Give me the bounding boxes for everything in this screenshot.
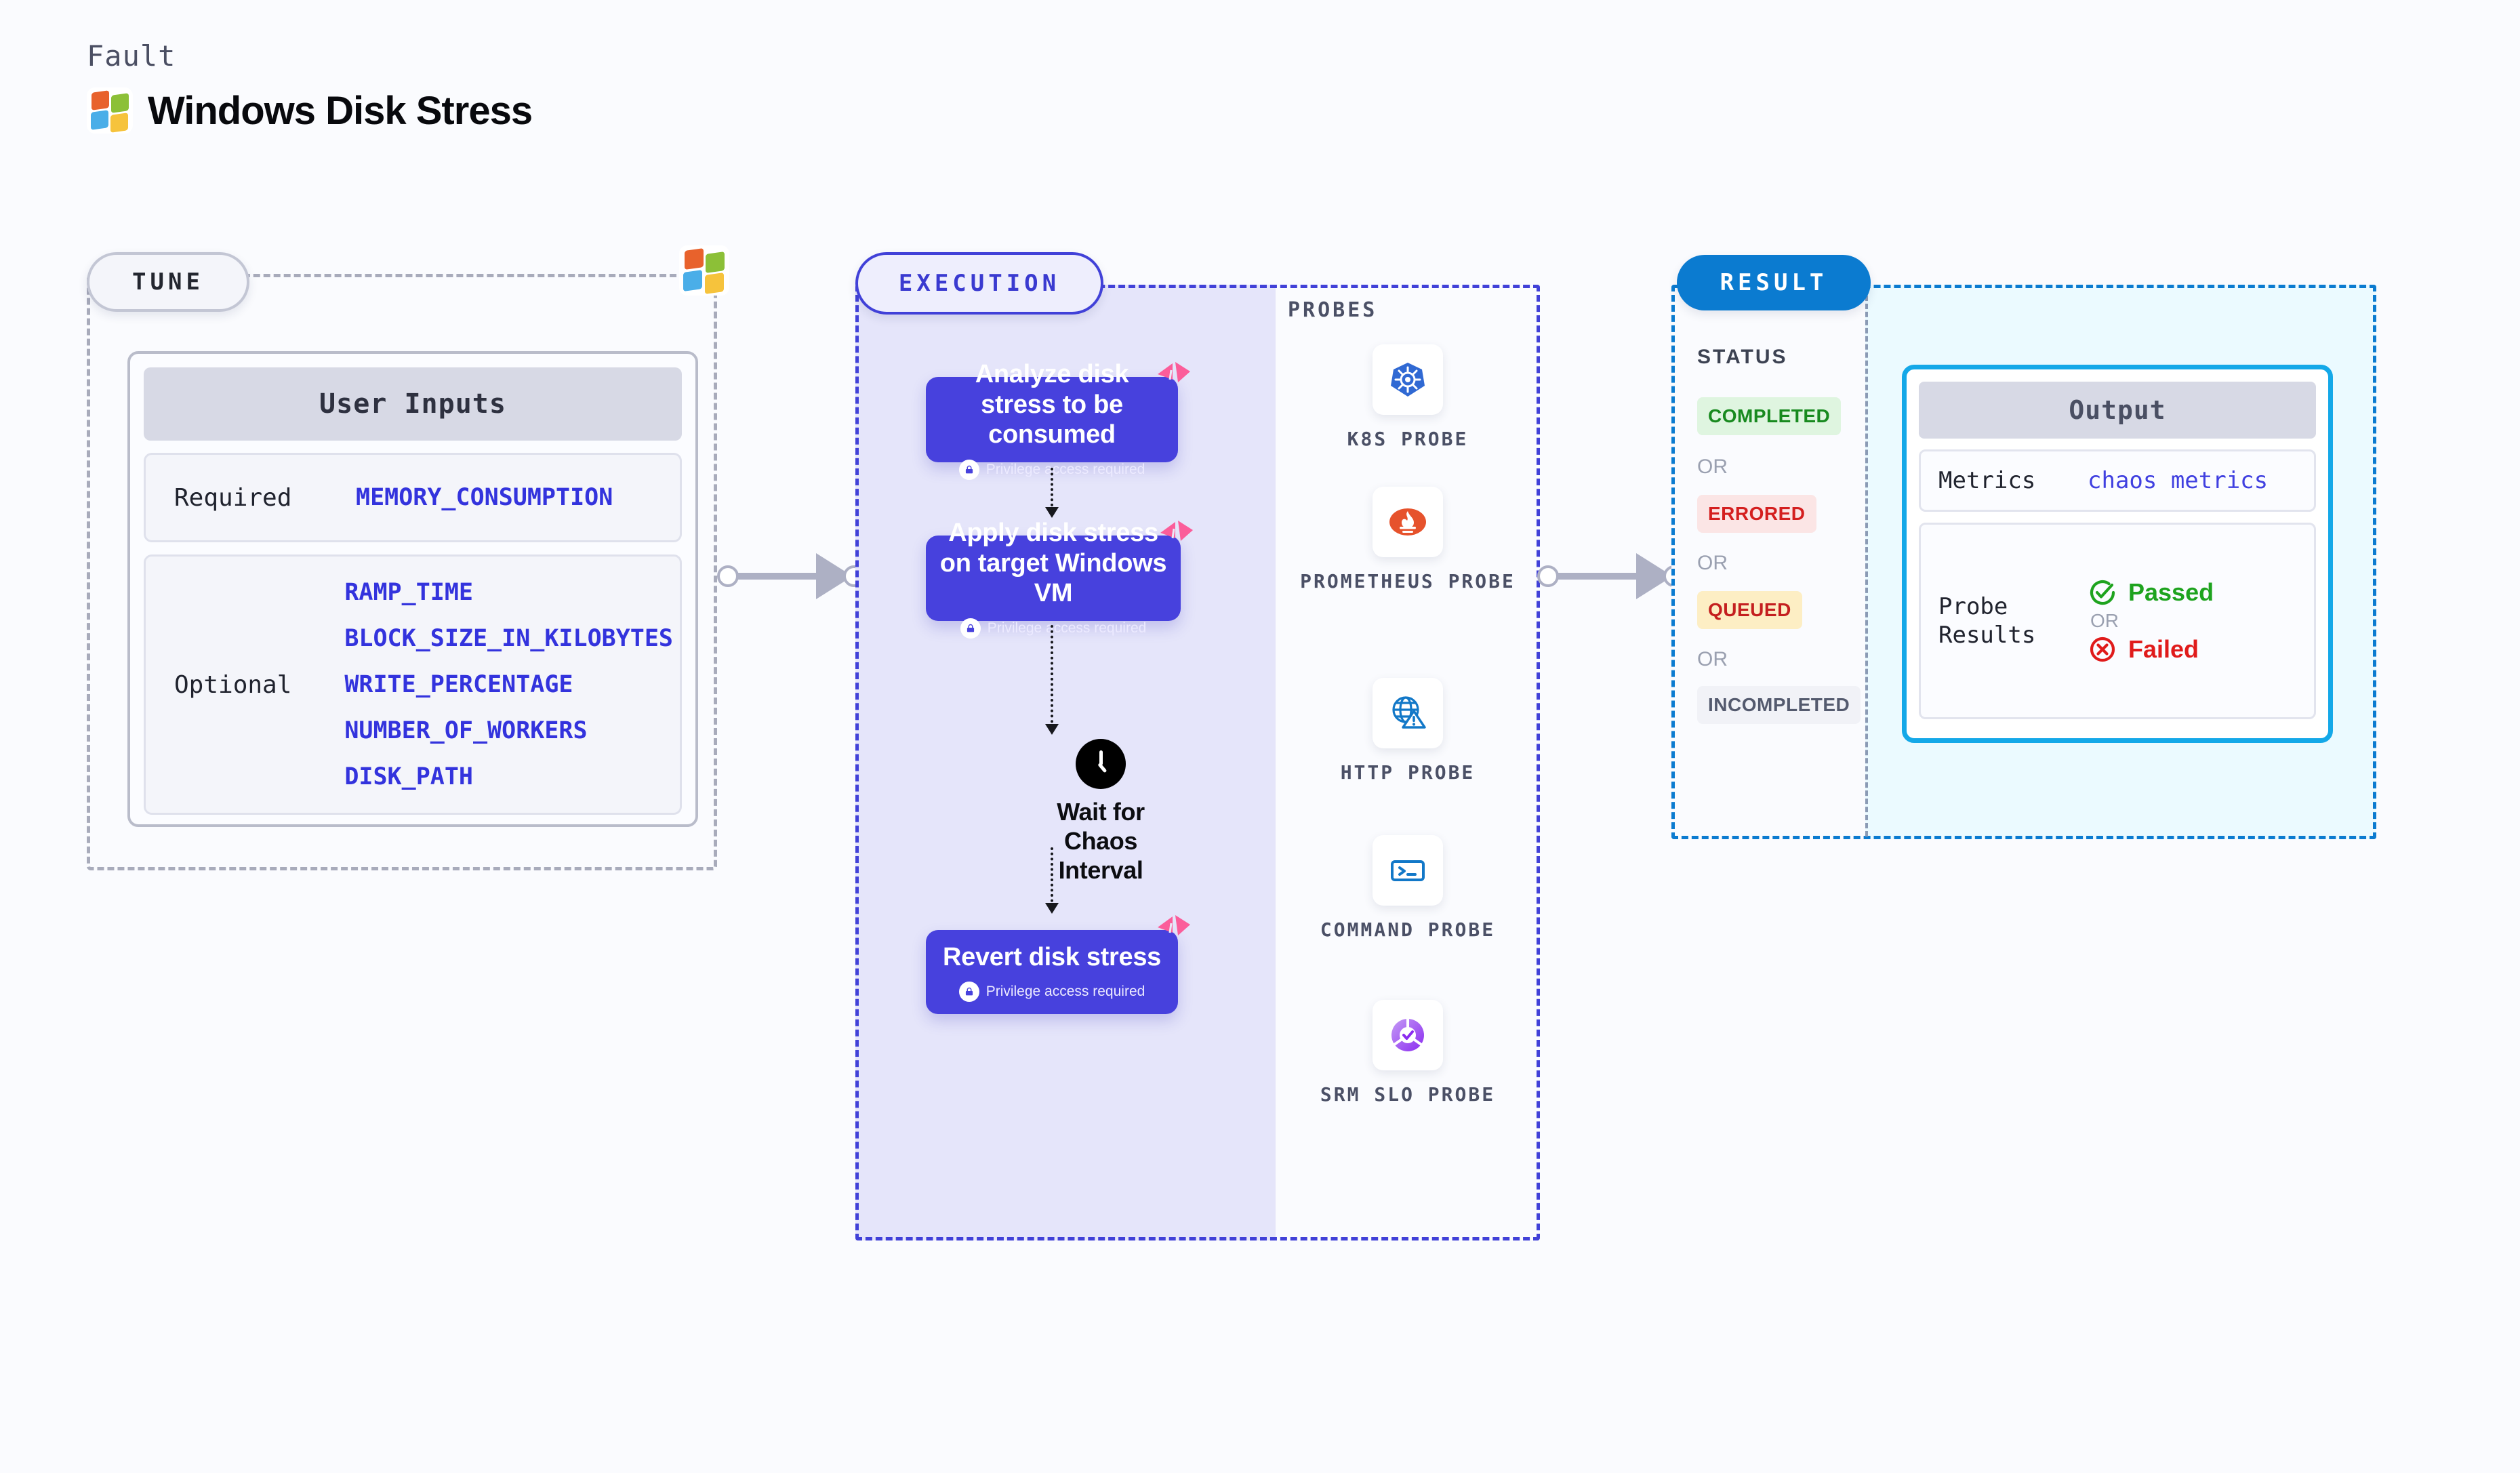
or-label: OR: [1697, 456, 1728, 478]
privilege-text: Privilege access required: [987, 620, 1147, 637]
flow-arrow: [1045, 625, 1059, 735]
prometheus-icon: [1373, 487, 1443, 557]
probe-results-label: Probe Results: [1938, 592, 2036, 649]
failed-label: Failed: [2128, 635, 2199, 663]
input-variable[interactable]: MEMORY_CONSUMPTION: [356, 484, 613, 511]
kubernetes-icon: [1373, 344, 1443, 415]
privilege-text: Privilege access required: [985, 462, 1145, 478]
x-circle-icon: [2090, 637, 2115, 662]
fault-flag-icon: [1160, 521, 1193, 541]
status-label: STATUS: [1697, 346, 1788, 368]
or-label: OR: [1697, 552, 1728, 574]
privilege-note: Privilege access required: [958, 982, 1145, 1003]
probe-label: HTTP PROBE: [1340, 761, 1476, 784]
fault-flag-icon: [1158, 915, 1190, 935]
step-title: Revert disk stress: [942, 942, 1162, 971]
status-badge-queued: QUEUED: [1697, 591, 1802, 629]
metrics-value[interactable]: chaos metrics: [2088, 467, 2269, 494]
user-inputs-title: User Inputs: [144, 367, 682, 441]
metrics-row: Metrics chaos metrics: [1919, 449, 2316, 512]
privilege-text: Privilege access required: [985, 984, 1145, 1000]
input-variable[interactable]: NUMBER_OF_WORKERS: [344, 717, 588, 744]
tune-section-frame: [87, 274, 717, 870]
wait-node-label: Wait for Chaos Interval: [1057, 798, 1145, 885]
probe-label: SRM SLO PROBE: [1320, 1083, 1496, 1106]
flow-arrow: [1045, 847, 1059, 914]
probe-item-http[interactable]: HTTP PROBE: [1276, 678, 1540, 785]
execution-section-frame: [855, 285, 1540, 1240]
wait-for-chaos-node: Wait for Chaos Interval: [1033, 739, 1168, 885]
execution-step-card[interactable]: Revert disk stress Privilege access requ…: [926, 915, 1190, 1014]
probe-label: PROMETHEUS PROBE: [1300, 570, 1516, 592]
clock-icon: [1076, 739, 1126, 789]
flow-arrow: [1045, 468, 1059, 518]
privilege-note: Privilege access required: [958, 460, 1145, 481]
execution-step-card[interactable]: Analyze disk stress to be consumed Privi…: [926, 360, 1190, 481]
probe-result-failed: Failed: [2088, 634, 2214, 664]
result-pill[interactable]: RESULT: [1677, 255, 1871, 310]
page-title: Windows Disk Stress: [148, 88, 533, 133]
connector-execution-to-result: [1537, 542, 1685, 610]
lock-icon: [960, 618, 981, 639]
privilege-note: Privilege access required: [960, 618, 1147, 639]
probe-item-srm-slo[interactable]: SRM SLO PROBE: [1276, 1000, 1540, 1107]
or-label: OR: [2090, 610, 2119, 631]
input-variable[interactable]: DISK_PATH: [344, 763, 473, 790]
lock-icon: [958, 460, 979, 481]
tune-pill[interactable]: TUNE: [87, 252, 249, 312]
metrics-label: Metrics: [1938, 466, 2036, 494]
output-title: Output: [1919, 382, 2316, 439]
execution-pill[interactable]: EXECUTION: [855, 252, 1103, 315]
connector-tune-to-execution: [717, 542, 865, 610]
result-section-frame: [1671, 285, 2376, 839]
probe-item-prometheus[interactable]: PROMETHEUS PROBE: [1276, 487, 1540, 594]
status-badge-completed: COMPLETED: [1697, 397, 1842, 435]
status-badge-incompleted: INCOMPLETED: [1697, 686, 1861, 724]
probe-label: K8S PROBE: [1347, 428, 1469, 450]
input-variable[interactable]: RAMP_TIME: [344, 579, 473, 606]
or-label: OR: [1697, 648, 1728, 670]
user-inputs-card: User Inputs Required MEMORY_CONSUMPTION …: [127, 351, 698, 827]
page-header: Fault Windows Disk Stress: [87, 39, 900, 134]
input-variable[interactable]: WRITE_PERCENTAGE: [344, 671, 573, 698]
optional-group-label: Optional: [174, 670, 292, 699]
fault-kicker: Fault: [87, 39, 176, 73]
passed-label: Passed: [2128, 578, 2214, 606]
output-card: Output Metrics chaos metrics Probe Resul…: [1902, 365, 2333, 743]
required-inputs-group: Required MEMORY_CONSUMPTION: [144, 453, 682, 542]
srm-slo-icon: [1373, 1000, 1443, 1070]
probes-label: PROBES: [1288, 298, 1378, 322]
probe-result-passed: Passed: [2088, 578, 2214, 607]
status-badge-errored: ERRORED: [1697, 495, 1816, 533]
input-variable[interactable]: BLOCK_SIZE_IN_KILOBYTES: [344, 625, 673, 652]
execution-step-card[interactable]: Apply disk stress on target Windows VM P…: [926, 519, 1193, 639]
probe-label: COMMAND PROBE: [1320, 919, 1496, 941]
step-title: Apply disk stress on target Windows VM: [939, 518, 1167, 608]
probes-background: [1276, 285, 1540, 1240]
check-circle-icon: [2090, 580, 2115, 605]
lock-icon: [958, 982, 979, 1003]
optional-inputs-group: Optional RAMP_TIME BLOCK_SIZE_IN_KILOBYT…: [144, 554, 682, 815]
windows-logo-icon: [87, 87, 133, 134]
http-globe-warning-icon: [1373, 678, 1443, 748]
result-status-background: [1671, 285, 1865, 839]
title-row: Windows Disk Stress: [87, 87, 900, 134]
step-title: Analyze disk stress to be consumed: [975, 359, 1129, 449]
terminal-icon: [1373, 835, 1443, 906]
probe-item-k8s[interactable]: K8S PROBE: [1276, 344, 1540, 451]
fault-flag-icon: [1158, 362, 1190, 382]
required-group-label: Required: [174, 483, 292, 512]
result-divider: [1865, 287, 1868, 836]
probe-results-row: Probe Results Passed OR Failed: [1919, 523, 2316, 719]
probe-item-command[interactable]: COMMAND PROBE: [1276, 835, 1540, 942]
tune-windows-logo-icon: [679, 245, 729, 296]
